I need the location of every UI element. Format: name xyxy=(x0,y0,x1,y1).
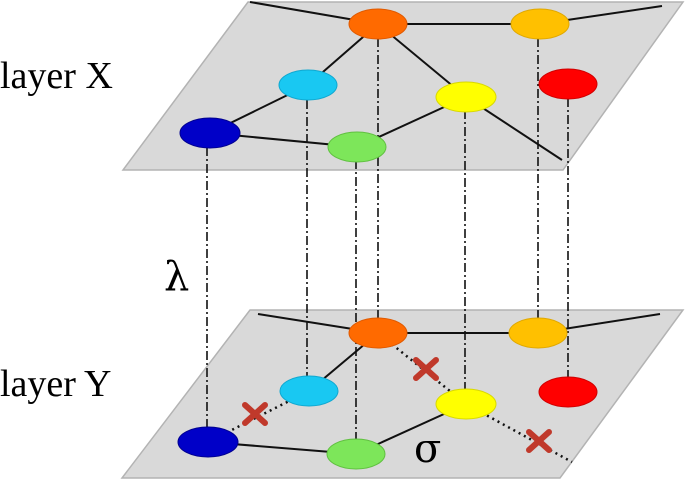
node-y-green xyxy=(326,438,386,470)
layer-x-nodes xyxy=(179,8,598,163)
node-y-light-blue xyxy=(279,375,339,407)
node-y-red xyxy=(538,376,598,408)
cross-icon xyxy=(242,402,268,426)
interlayer-links xyxy=(206,38,569,452)
sigma-label: σ xyxy=(414,426,441,472)
node-y-yellow xyxy=(435,388,497,420)
node-y-orange xyxy=(348,317,408,349)
layer-x-label: layer X xyxy=(0,55,113,97)
node-x-orange xyxy=(348,8,408,40)
layer-y-label: layer Y xyxy=(0,363,111,405)
node-y-dark-blue xyxy=(177,426,239,458)
node-x-amber xyxy=(510,8,570,40)
cross-icon xyxy=(526,429,552,453)
cross-icon xyxy=(413,357,439,381)
node-x-yellow xyxy=(435,81,497,113)
node-x-dark-blue xyxy=(179,117,241,149)
node-x-green xyxy=(327,131,387,163)
node-y-amber xyxy=(508,317,568,349)
removed-edge-marks xyxy=(242,357,552,453)
node-x-light-blue xyxy=(278,69,338,101)
node-x-red xyxy=(538,68,598,100)
lambda-label: λ xyxy=(164,254,189,300)
layer-x-plane xyxy=(121,1,685,171)
layer-y-nodes xyxy=(177,317,598,470)
removed-edge-yellow-bottom xyxy=(465,402,573,464)
